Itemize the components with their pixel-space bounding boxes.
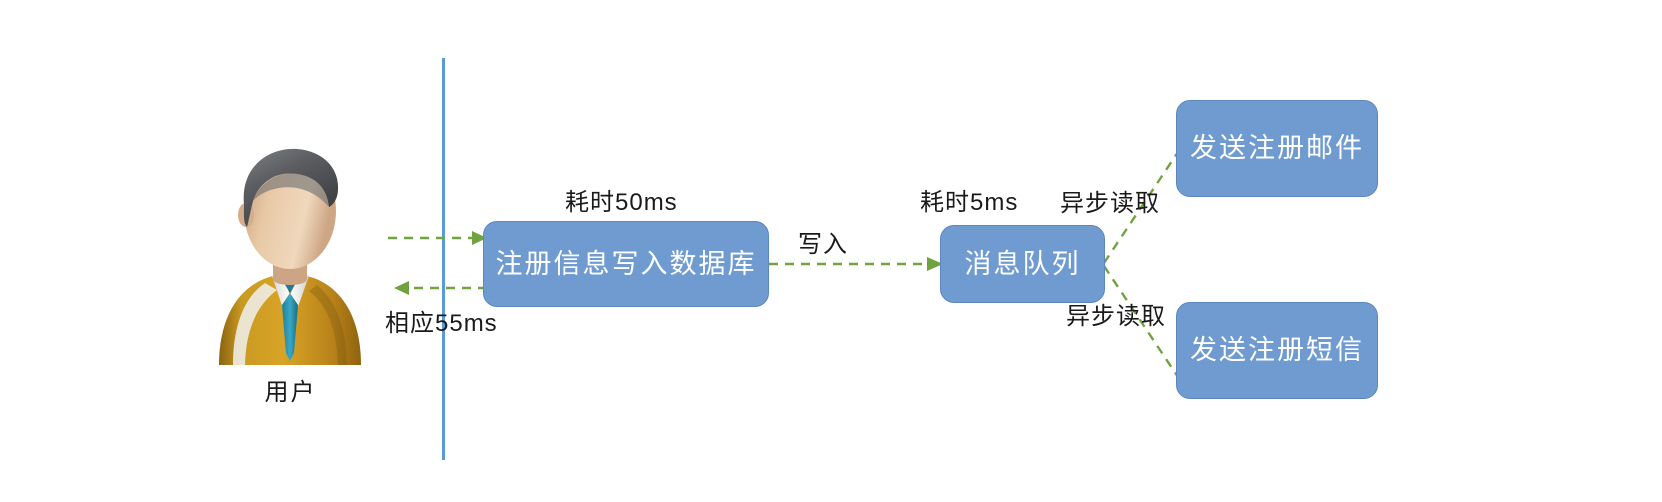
user-avatar-icon [205, 143, 375, 365]
node-send-register-sms[interactable]: 发送注册短信 [1176, 302, 1378, 399]
label-cost-5ms: 耗时5ms [920, 189, 1019, 216]
label-write: 写入 [798, 231, 848, 258]
label-async-read-top: 异步读取 [1060, 190, 1160, 217]
edge-user-to-db [388, 231, 487, 245]
system-boundary-line [442, 58, 445, 460]
label-cost-50ms: 耗时50ms [565, 189, 678, 216]
edge-db-to-mq [769, 257, 943, 271]
label-response-55ms: 相应55ms [385, 310, 498, 337]
user-label: 用户 [264, 379, 317, 406]
node-send-register-email[interactable]: 发送注册邮件 [1176, 100, 1378, 197]
node-message-queue[interactable]: 消息队列 [940, 225, 1105, 303]
label-async-read-bottom: 异步读取 [1066, 303, 1166, 330]
edge-db-to-user [394, 281, 487, 295]
node-register-write-db[interactable]: 注册信息写入数据库 [483, 221, 769, 307]
